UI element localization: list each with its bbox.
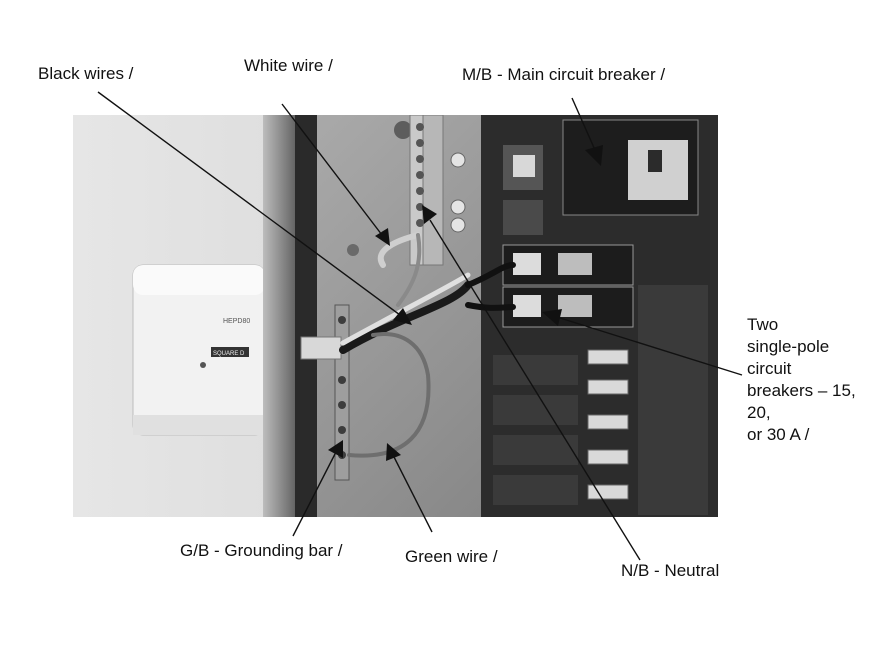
panel-photo: HEPD80 SQUARE D (73, 115, 718, 517)
label-single-pole-line-5: 20, (747, 403, 771, 422)
label-white-wire: White wire / (244, 56, 333, 75)
surge-protector-device: HEPD80 SQUARE D (132, 264, 266, 436)
label-single-pole-line-6: or 30 A / (747, 425, 810, 444)
label-single-pole-line-4: breakers – 15, (747, 381, 856, 400)
label-green-wire: Green wire / (405, 547, 498, 566)
device-model-text: HEPD80 (223, 318, 250, 325)
label-single-pole-line-3: circuit (747, 359, 792, 378)
label-neutral: N/B - Neutral (621, 561, 720, 580)
label-grounding-bar: G/B - Grounding bar / (180, 541, 343, 560)
label-single-pole-line-2: single-pole (747, 337, 830, 356)
label-main-breaker: M/B - Main circuit breaker / (462, 65, 666, 84)
label-single-pole-breakers: Two single-pole circuit breakers – 15, 2… (747, 314, 856, 446)
device-brand-text: SQUARE D (213, 351, 245, 357)
panel-door-edge (263, 115, 299, 517)
label-black-wires: Black wires / (38, 64, 134, 83)
label-single-pole-line-1: Two (747, 315, 779, 334)
main-breaker (562, 119, 699, 216)
